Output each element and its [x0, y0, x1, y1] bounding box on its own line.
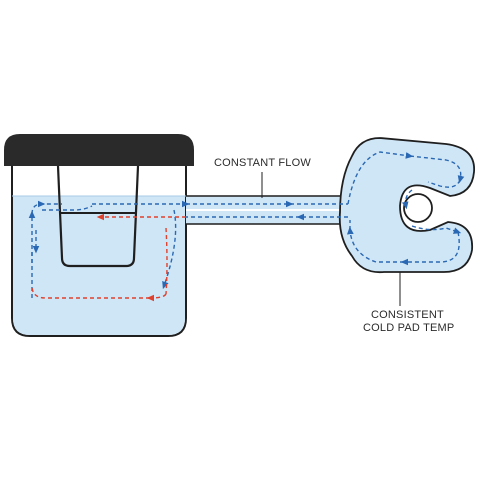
ice-basket [56, 165, 140, 268]
cooler-reservoir [4, 134, 194, 337]
constant-flow-label: CONSTANT FLOW [214, 157, 311, 169]
connecting-hose [186, 195, 348, 225]
pad-label-line2: COLD PAD TEMP [363, 322, 455, 334]
return-flow-lines [31, 213, 186, 302]
cold-flow-lines [28, 151, 465, 298]
label-leaders [261, 172, 401, 306]
cold-therapy-pad [338, 137, 475, 274]
pad-label-line1: CONSISTENT [371, 309, 444, 321]
reservoir-lid [4, 134, 194, 166]
